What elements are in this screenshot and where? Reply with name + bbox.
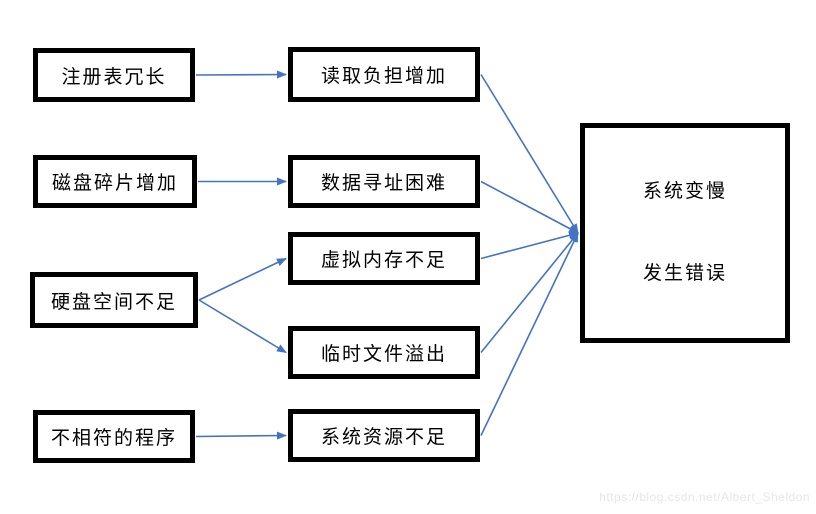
edge-registry-to-read xyxy=(195,70,287,79)
node-program: 不相符的程序 xyxy=(33,410,195,463)
watermark: https://blog.csdn.net/Albert_Sheldon xyxy=(599,490,810,504)
node-resource: 系统资源不足 xyxy=(288,409,480,462)
node-result: 系统变慢发生错误 xyxy=(580,123,790,343)
node-addressing: 数据寻址困难 xyxy=(288,155,480,208)
node-vmem: 虚拟内存不足 xyxy=(288,232,480,285)
node-label: 发生错误 xyxy=(642,263,727,284)
node-label: 系统变慢 xyxy=(642,181,727,202)
node-read: 读取负担增加 xyxy=(288,47,480,102)
edge-program-to-resource xyxy=(195,431,287,440)
node-temp: 临时文件溢出 xyxy=(288,326,480,379)
edge-diskspace-to-vmem xyxy=(198,257,287,301)
node-fragment: 磁盘碎片增加 xyxy=(33,155,197,208)
node-diskspace: 硬盘空间不足 xyxy=(30,272,198,328)
edge-resource-to-result xyxy=(480,232,579,436)
edge-diskspace-to-temp xyxy=(198,299,287,354)
edge-read-to-result xyxy=(480,74,579,234)
edge-temp-to-result xyxy=(480,232,579,354)
node-registry: 注册表冗长 xyxy=(33,48,195,102)
edge-addressing-to-result xyxy=(480,180,579,234)
edge-vmem-to-result xyxy=(480,231,579,260)
